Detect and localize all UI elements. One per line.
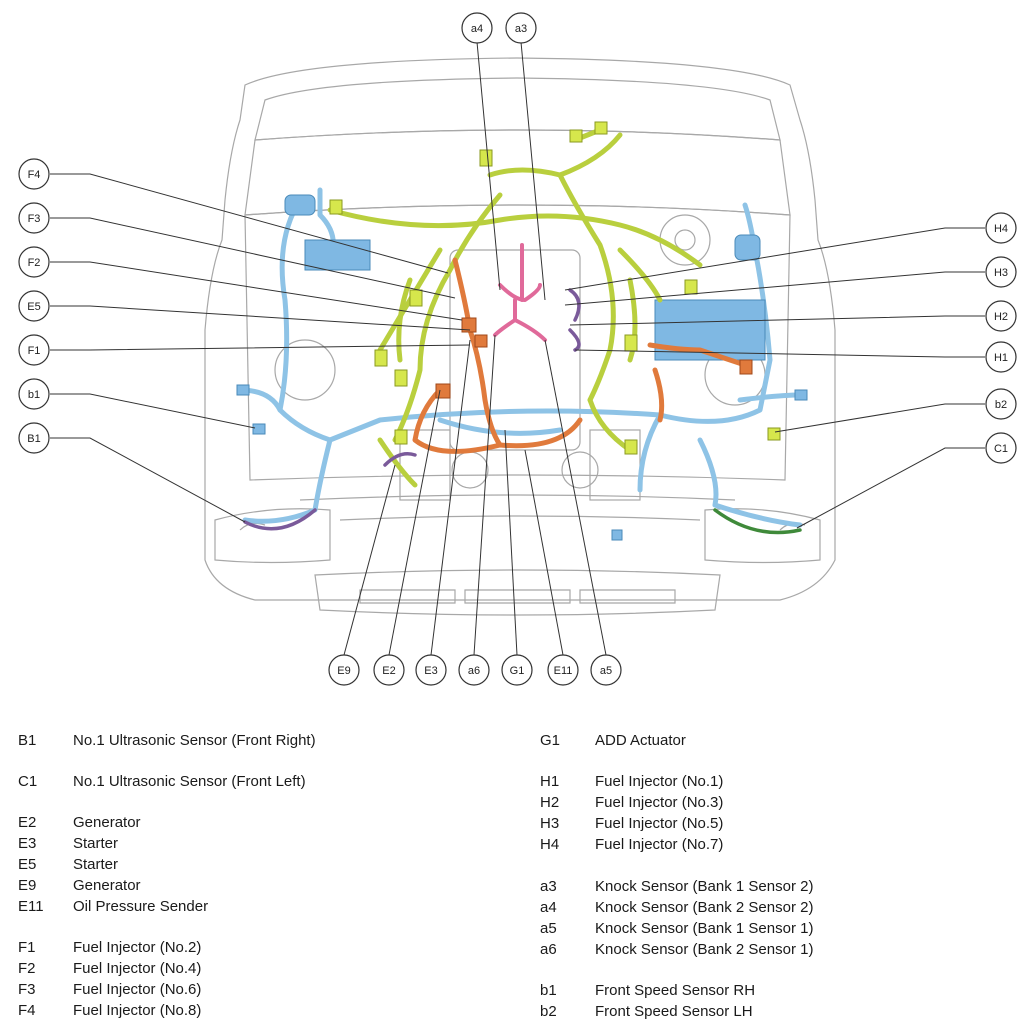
callout-circles: a4 a3 F4 F3 F2 E5 F1 b1 B1 H4 H3 H2 H1 b…	[18, 12, 1017, 686]
callout-b2: b2	[985, 388, 1017, 420]
callout-label-H1: H1	[994, 352, 1008, 364]
harness-orange	[412, 257, 748, 454]
connectors-green	[329, 121, 781, 455]
legend-code: E11	[18, 898, 44, 915]
engine-compartment-diagram: a4 a3 F4 F3 F2 E5 F1 b1 B1 H4 H3 H2 H1 b…	[18, 12, 1017, 686]
legend-label: Generator	[73, 877, 141, 894]
legend-label: Front Speed Sensor RH	[595, 982, 756, 999]
callout-B1: B1	[18, 422, 50, 454]
legend-code: H4	[540, 836, 560, 853]
legend-code: H3	[540, 815, 560, 832]
callout-label-E11: E11	[554, 665, 573, 677]
legend-code: G1	[540, 732, 561, 749]
harness-pink	[493, 243, 547, 342]
legend-label: Fuel Injector (No.8)	[73, 1002, 202, 1019]
legend-code: H2	[540, 794, 560, 811]
callout-label-H3: H3	[994, 267, 1008, 279]
legend-code: E5	[18, 856, 37, 873]
legend-label: No.1 Ultrasonic Sensor (Front Left)	[73, 773, 306, 790]
legend-label: Knock Sensor (Bank 1 Sensor 2)	[595, 878, 814, 895]
callout-label-E5: E5	[27, 301, 40, 313]
legend-code: a3	[540, 878, 557, 895]
component-legend: B1 No.1 Ultrasonic Sensor (Front Right) C…	[0, 720, 1035, 1030]
legend-label: Front Speed Sensor LH	[595, 1003, 753, 1020]
callout-a5: a5	[590, 654, 622, 686]
callout-H2: H2	[985, 300, 1017, 332]
legend-label: Fuel Injector (No.4)	[73, 960, 202, 977]
callout-H3: H3	[985, 256, 1017, 288]
callout-G1: G1	[501, 654, 533, 686]
callout-label-F1: F1	[28, 345, 41, 357]
legend-label: ADD Actuator	[595, 732, 686, 749]
callout-E3: E3	[415, 654, 447, 686]
callout-label-H4: H4	[994, 223, 1008, 235]
harness-purple	[243, 288, 581, 531]
callout-label-E9: E9	[337, 665, 350, 677]
callout-label-a3: a3	[515, 23, 527, 35]
callout-C1: C1	[985, 432, 1017, 464]
legend-code: C1	[18, 773, 38, 790]
legend-code: E3	[18, 835, 37, 852]
callout-label-a4: a4	[471, 23, 483, 35]
callout-F2: F2	[18, 246, 50, 278]
legend-label: Knock Sensor (Bank 2 Sensor 1)	[595, 941, 814, 958]
callout-H1: H1	[985, 341, 1017, 373]
callout-label-F2: F2	[28, 257, 41, 269]
legend-label: Fuel Injector (No.2)	[73, 939, 202, 956]
legend-label: Starter	[73, 856, 119, 873]
callout-label-C1: C1	[994, 443, 1008, 455]
legend-label: Generator	[73, 814, 141, 831]
harness-darkgreen	[713, 508, 802, 535]
callout-label-B1: B1	[27, 433, 40, 445]
legend-label: Fuel Injector (No.3)	[595, 794, 724, 811]
callout-label-F4: F4	[28, 169, 41, 181]
legend-code: F1	[18, 939, 36, 956]
callout-a3: a3	[505, 12, 537, 44]
legend-label: No.1 Ultrasonic Sensor (Front Right)	[73, 732, 316, 749]
callout-label-a6: a6	[468, 665, 480, 677]
legend-label: Fuel Injector (No.1)	[595, 773, 724, 790]
legend-label: Knock Sensor (Bank 1 Sensor 1)	[595, 920, 814, 937]
callout-E9: E9	[328, 654, 360, 686]
legend-code: B1	[18, 732, 37, 749]
callout-label-b2: b2	[995, 399, 1007, 411]
legend-code: a5	[540, 920, 557, 937]
legend-code: E2	[18, 814, 37, 831]
callout-label-H2: H2	[994, 311, 1008, 323]
leader-lines	[50, 41, 985, 656]
callout-label-G1: G1	[510, 665, 525, 677]
callout-b1: b1	[18, 378, 50, 410]
callout-E5: E5	[18, 290, 50, 322]
legend-code: F3	[18, 981, 36, 998]
legend-label: Fuel Injector (No.7)	[595, 836, 724, 853]
legend-code: F2	[18, 960, 36, 977]
legend-label: Oil Pressure Sender	[73, 898, 209, 915]
legend-label: Fuel Injector (No.6)	[73, 981, 202, 998]
callout-label-E3: E3	[424, 665, 437, 677]
callout-a4: a4	[461, 12, 493, 44]
callout-F1: F1	[18, 334, 50, 366]
callout-label-a5: a5	[600, 665, 612, 677]
callout-H4: H4	[985, 212, 1017, 244]
callout-E11: E11	[547, 654, 579, 686]
legend-code: a4	[540, 899, 557, 916]
callout-label-b1: b1	[28, 389, 40, 401]
callout-a6: a6	[458, 654, 490, 686]
legend-label: Starter	[73, 835, 119, 852]
callout-F4: F4	[18, 158, 50, 190]
legend-code: H1	[540, 773, 560, 790]
callout-label-F3: F3	[28, 213, 41, 225]
callout-label-E2: E2	[382, 665, 395, 677]
legend-label: Knock Sensor (Bank 2 Sensor 2)	[595, 899, 814, 916]
legend-code: F4	[18, 1002, 36, 1019]
legend-code: b1	[540, 982, 557, 999]
legend-label: Fuel Injector (No.5)	[595, 815, 724, 832]
legend-code: a6	[540, 941, 557, 958]
legend-code: E9	[18, 877, 37, 894]
callout-F3: F3	[18, 202, 50, 234]
callout-E2: E2	[373, 654, 405, 686]
legend-code: b2	[540, 1003, 557, 1020]
